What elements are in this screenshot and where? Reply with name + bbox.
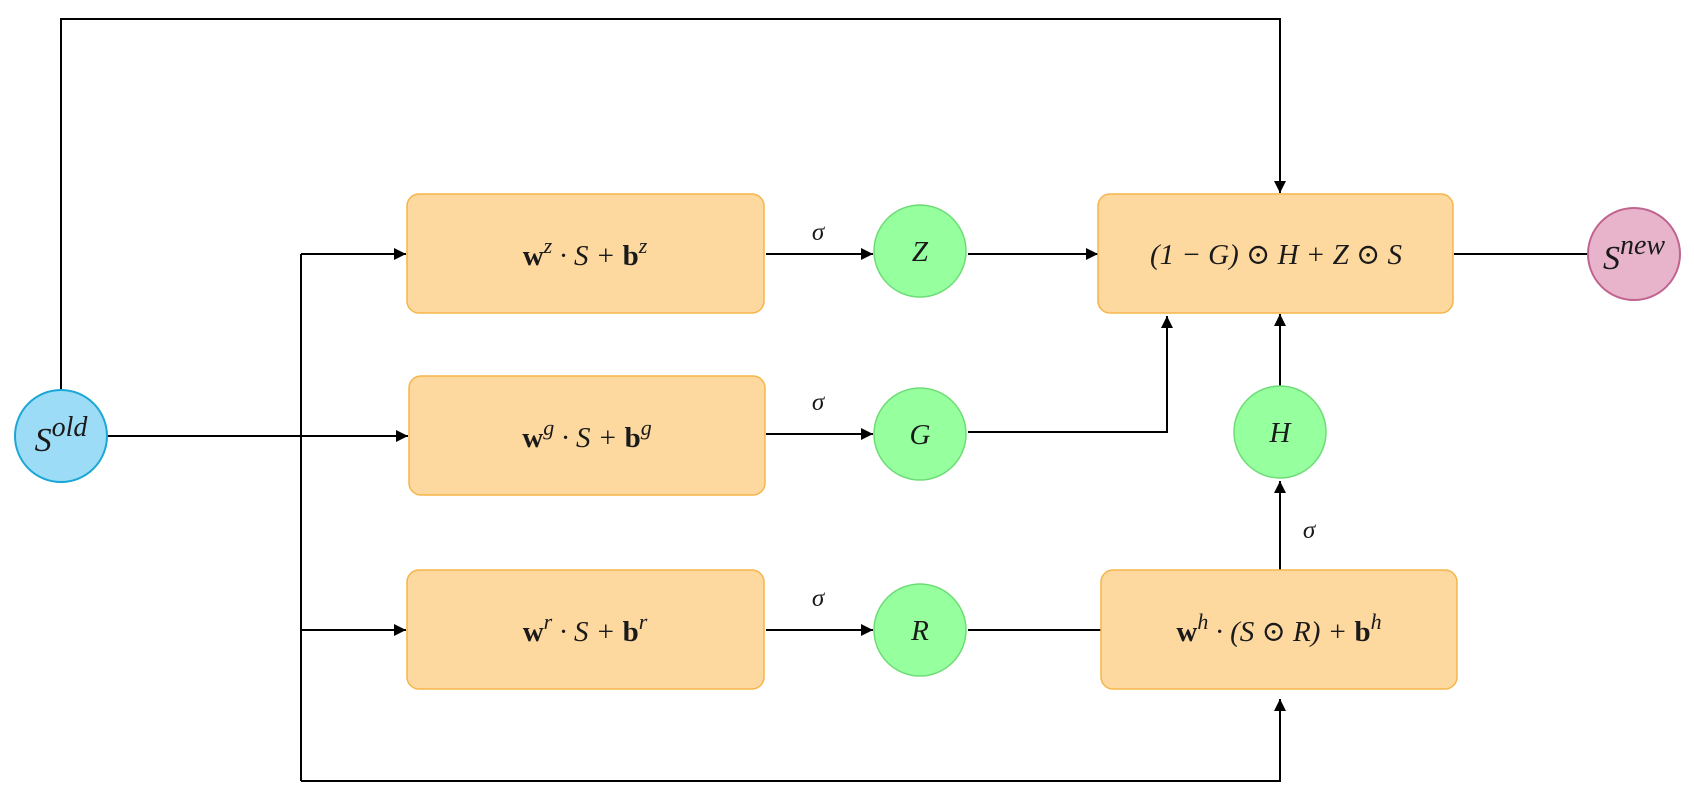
sigma-label-h: σ xyxy=(1303,517,1317,544)
node-s-new xyxy=(1587,207,1681,301)
node-s-old-label: Sold xyxy=(35,412,89,459)
node-r-label: R xyxy=(910,615,929,647)
box-combine-formula: (1 − G) ⊙ H + Z ⊙ S xyxy=(1150,239,1403,271)
box-formulas: wz · S + bz wg · S + bg wr · S + br wh ·… xyxy=(522,233,1402,648)
sigma-label-g: σ xyxy=(812,389,826,416)
node-z-label: Z xyxy=(912,236,929,268)
connectors xyxy=(60,18,1587,782)
box-z xyxy=(406,193,765,314)
box-r-formula: wr · S + br xyxy=(523,609,648,648)
sigma-label-r: σ xyxy=(812,585,826,612)
box-g xyxy=(408,375,766,496)
boxes xyxy=(406,193,1458,690)
node-g xyxy=(873,387,967,481)
node-s-old xyxy=(14,389,108,483)
gate-labels: Z G R H xyxy=(910,236,1293,647)
box-g-formula: wg · S + bg xyxy=(522,415,651,454)
node-h xyxy=(1233,385,1327,479)
box-r xyxy=(406,569,765,690)
box-h xyxy=(1100,569,1458,690)
gates xyxy=(873,204,1327,677)
box-z-formula: wz · S + bz xyxy=(523,233,648,272)
box-combine xyxy=(1097,193,1454,314)
box-h-formula: wh · (S ⊙ R) + bh xyxy=(1176,609,1381,648)
edge-g-to-combine xyxy=(968,316,1173,433)
node-g-label: G xyxy=(910,419,931,451)
node-s-new-label: Snew xyxy=(1603,230,1665,277)
edge-sold-to-combine-top xyxy=(60,18,1286,390)
sigma-label-z: σ xyxy=(812,219,826,246)
node-r xyxy=(873,583,967,677)
node-h-label: H xyxy=(1269,417,1293,449)
node-z xyxy=(873,204,967,298)
edge-trunk-to-h-box xyxy=(301,699,1286,782)
edge-labels: σ σ σ σ xyxy=(812,219,1317,612)
